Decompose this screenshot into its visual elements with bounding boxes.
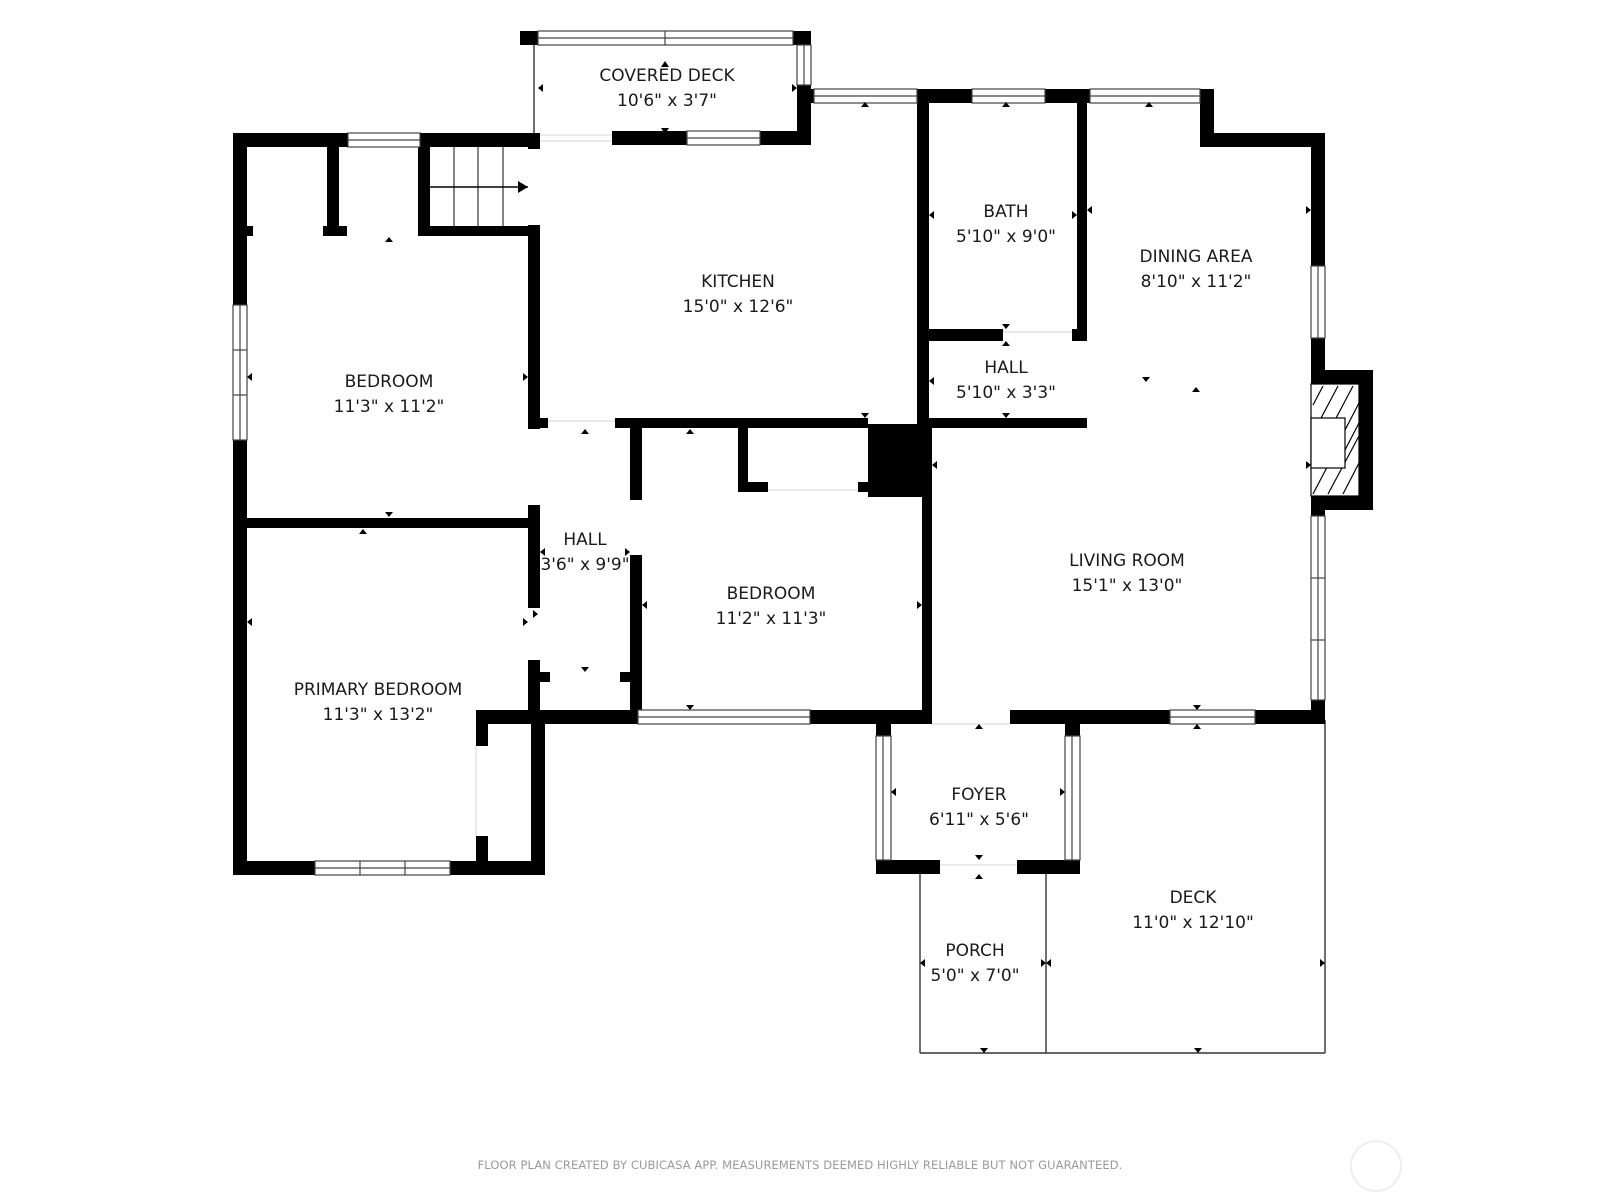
room-dimensions: 11'3" x 11'2" — [333, 397, 445, 417]
room-covered-deck: COVERED DECK 10'6" x 3'7" — [599, 64, 734, 114]
room-dimensions: 11'2" x 11'3" — [715, 609, 827, 629]
room-dimensions: 11'3" x 13'2" — [322, 705, 434, 725]
footer-disclaimer: FLOOR PLAN CREATED BY CUBICASA APP. MEAS… — [477, 1158, 1123, 1172]
fireplace — [1310, 383, 1360, 497]
openings — [475, 134, 1072, 866]
room-porch: PORCH 5'0" x 7'0" — [930, 939, 1019, 989]
room-dimensions: 11'0" x 12'10" — [1132, 913, 1254, 933]
room-dimensions: 5'0" x 7'0" — [930, 966, 1020, 986]
room-deck: DECK 11'0" x 12'10" — [1132, 886, 1254, 936]
room-dining-area: DINING AREA 8'10" x 11'2" — [1140, 245, 1253, 295]
room-primary-bedroom: PRIMARY BEDROOM 11'3" x 13'2" — [294, 678, 463, 728]
compass-icon — [1350, 1140, 1402, 1192]
room-dimensions: 5'10" x 3'3" — [956, 383, 1056, 403]
walls — [233, 31, 1373, 875]
room-dimensions: 15'1" x 13'0" — [1071, 576, 1183, 596]
room-bath: BATH 5'10" x 9'0" — [956, 200, 1056, 250]
room-dimensions: 15'0" x 12'6" — [682, 297, 794, 317]
room-foyer: FOYER 6'11" x 5'6" — [929, 783, 1029, 833]
room-dimensions: 10'6" x 3'7" — [617, 91, 717, 111]
room-name: HALL — [563, 530, 607, 550]
dimension-markers — [247, 61, 1325, 1053]
room-bedroom-1: BEDROOM 11'3" x 11'2" — [334, 370, 445, 420]
room-hall-upper: HALL 5'10" x 3'3" — [956, 356, 1056, 406]
room-name: BEDROOM — [726, 584, 816, 604]
room-name: COVERED DECK — [599, 66, 735, 86]
room-kitchen: KITCHEN 15'0" x 12'6" — [683, 270, 794, 320]
room-name: BATH — [983, 202, 1029, 222]
windows — [232, 30, 1326, 876]
room-name: LIVING ROOM — [1069, 551, 1185, 571]
room-hall-left: HALL 3'6" x 9'9" — [540, 528, 629, 578]
room-dimensions: 3'6" x 9'9" — [540, 555, 630, 575]
room-name: HALL — [984, 358, 1028, 378]
room-name: FOYER — [951, 785, 1007, 805]
room-living-room: LIVING ROOM 15'1" x 13'0" — [1069, 549, 1185, 599]
room-dimensions: 6'11" x 5'6" — [929, 810, 1029, 830]
thin-outlines — [533, 45, 1326, 1054]
room-name: KITCHEN — [701, 272, 775, 292]
room-name: PRIMARY BEDROOM — [293, 680, 463, 700]
room-bedroom-2: BEDROOM 11'2" x 11'3" — [716, 582, 827, 632]
room-name: DECK — [1169, 888, 1217, 908]
room-dimensions: 8'10" x 11'2" — [1140, 272, 1252, 292]
room-dimensions: 5'10" x 9'0" — [956, 227, 1056, 247]
room-name: DINING AREA — [1139, 247, 1253, 267]
room-name: BEDROOM — [344, 372, 434, 392]
room-name: PORCH — [945, 941, 1005, 961]
stairs — [430, 147, 528, 226]
